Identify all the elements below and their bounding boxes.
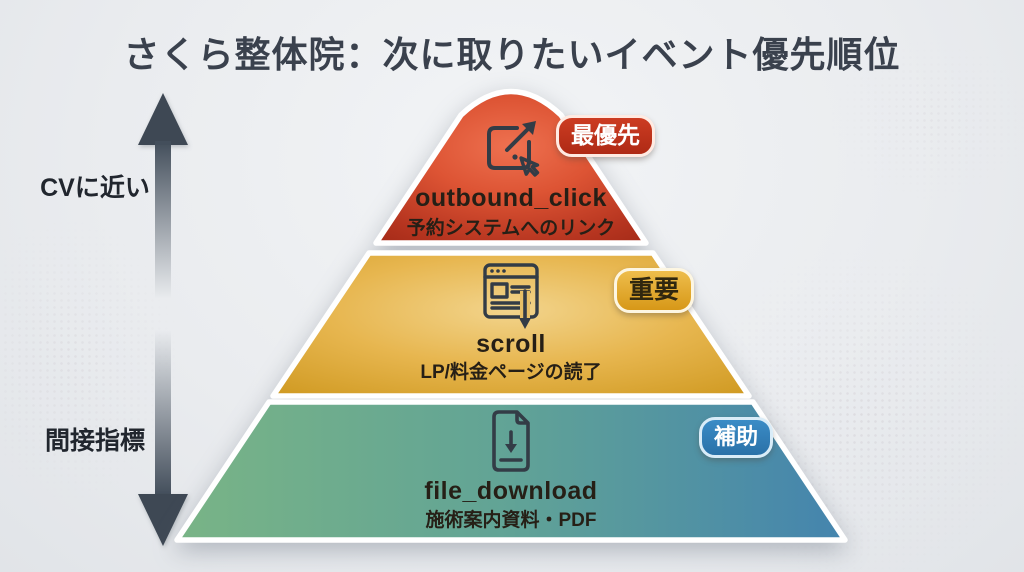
axis-label-indirect: 間接指標 bbox=[44, 427, 145, 455]
outbound-click-icon bbox=[487, 121, 540, 177]
scroll-page-icon bbox=[483, 263, 539, 329]
tier2-priority-badge: 重要 bbox=[614, 268, 695, 313]
tier3-priority-badge: 補助 bbox=[699, 417, 774, 458]
tier3-description: 施術案内資料・PDF bbox=[425, 510, 597, 531]
axis-label-near-cv: CVに近い bbox=[40, 174, 150, 202]
page-title: さくら整体院：次に取りたいイベント優先順位 bbox=[123, 34, 901, 75]
tier1-priority-badge: 最優先 bbox=[556, 115, 655, 157]
tier3-event-name: file_download bbox=[424, 477, 598, 505]
axis-down-arrow-shaft bbox=[155, 330, 171, 496]
tier1-event-name: outbound_click bbox=[415, 184, 607, 212]
tier2-description: LP/料金ページの読了 bbox=[420, 362, 602, 383]
axis-up-arrow-shaft bbox=[155, 141, 171, 299]
tier1-description: 予約システムへのリンク bbox=[406, 218, 616, 239]
tier2-event-name: scroll bbox=[476, 330, 546, 358]
axis-up-arrow-icon bbox=[138, 93, 188, 145]
file-download-icon bbox=[492, 410, 530, 472]
